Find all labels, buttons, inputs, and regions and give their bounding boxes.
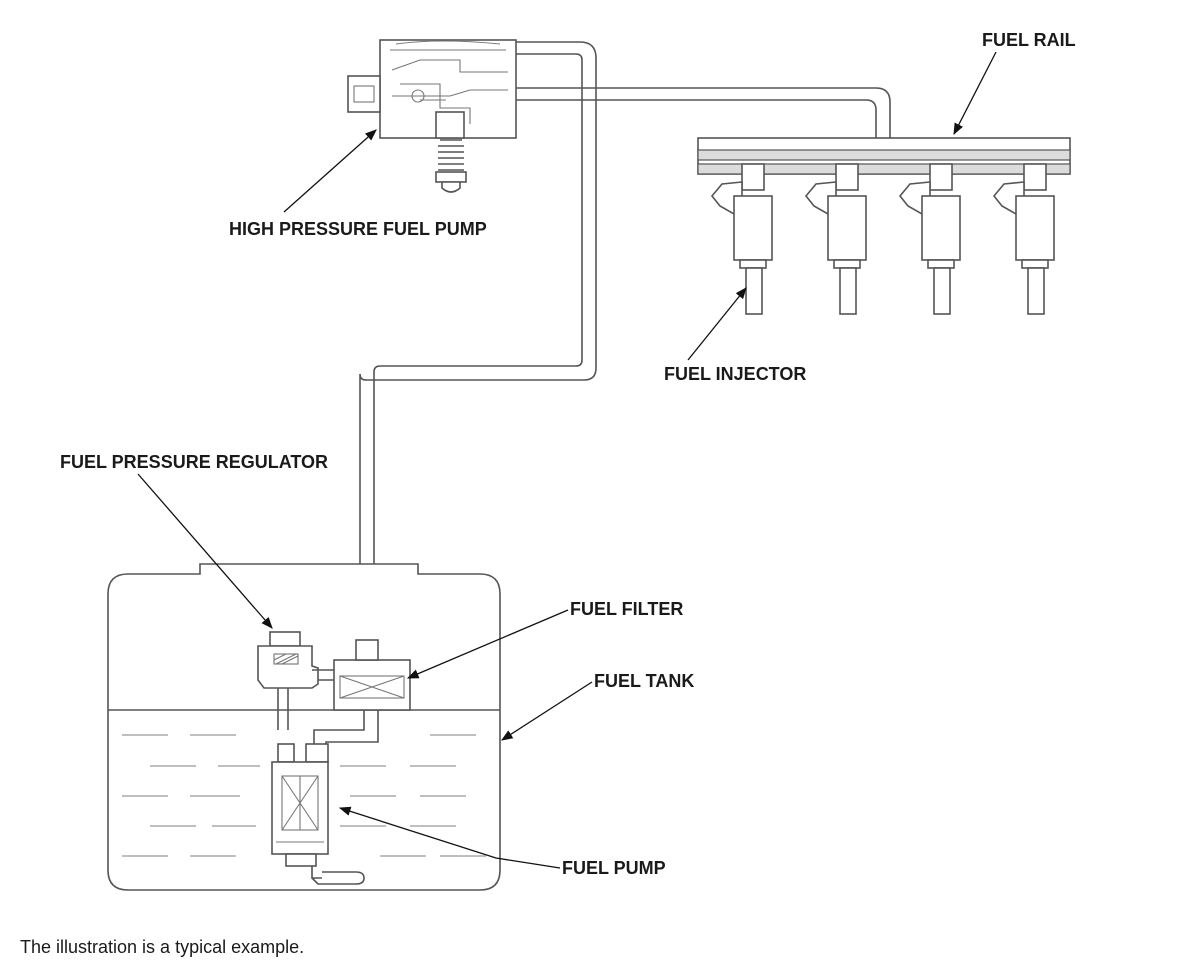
- leader-fuel-pressure-regulator: [137, 473, 273, 629]
- leader-fuel-injector: [687, 287, 747, 361]
- low-pressure-fuel-line: [359, 41, 597, 640]
- leader-fuel-rail: [953, 51, 997, 136]
- label-fuel-pump: FUEL PUMP: [562, 858, 666, 878]
- fuel-pump: [271, 743, 365, 885]
- label-high-pressure-fuel-pump: HIGH PRESSURE FUEL PUMP: [229, 219, 487, 239]
- fuel-injector-2: [804, 163, 867, 315]
- fuel-tank: [107, 563, 501, 891]
- fuel-pressure-regulator: [257, 631, 334, 730]
- leader-fuel-filter: [406, 609, 569, 679]
- fuel-injector-3: [898, 163, 961, 315]
- fuel-injectors: [710, 163, 1055, 315]
- leader-fuel-pump: [338, 806, 561, 869]
- label-fuel-tank: FUEL TANK: [594, 671, 694, 691]
- high-pressure-fuel-line: [516, 87, 891, 152]
- fuel-injector-4: [992, 163, 1055, 315]
- label-fuel-filter: FUEL FILTER: [570, 599, 683, 619]
- caption: The illustration is a typical example.: [20, 937, 304, 957]
- fuel-level-dashes: [122, 734, 486, 857]
- label-fuel-injector: FUEL INJECTOR: [664, 364, 806, 384]
- label-fuel-rail: FUEL RAIL: [982, 30, 1076, 50]
- leader-high-pressure-fuel-pump: [283, 129, 377, 213]
- leader-lines: [137, 51, 997, 869]
- fuel-injector-1: [710, 163, 773, 315]
- fuel-filter: [313, 639, 411, 746]
- label-fuel-pressure-regulator: FUEL PRESSURE REGULATOR: [60, 452, 328, 472]
- leader-fuel-tank: [501, 681, 593, 741]
- high-pressure-fuel-pump: [347, 39, 517, 193]
